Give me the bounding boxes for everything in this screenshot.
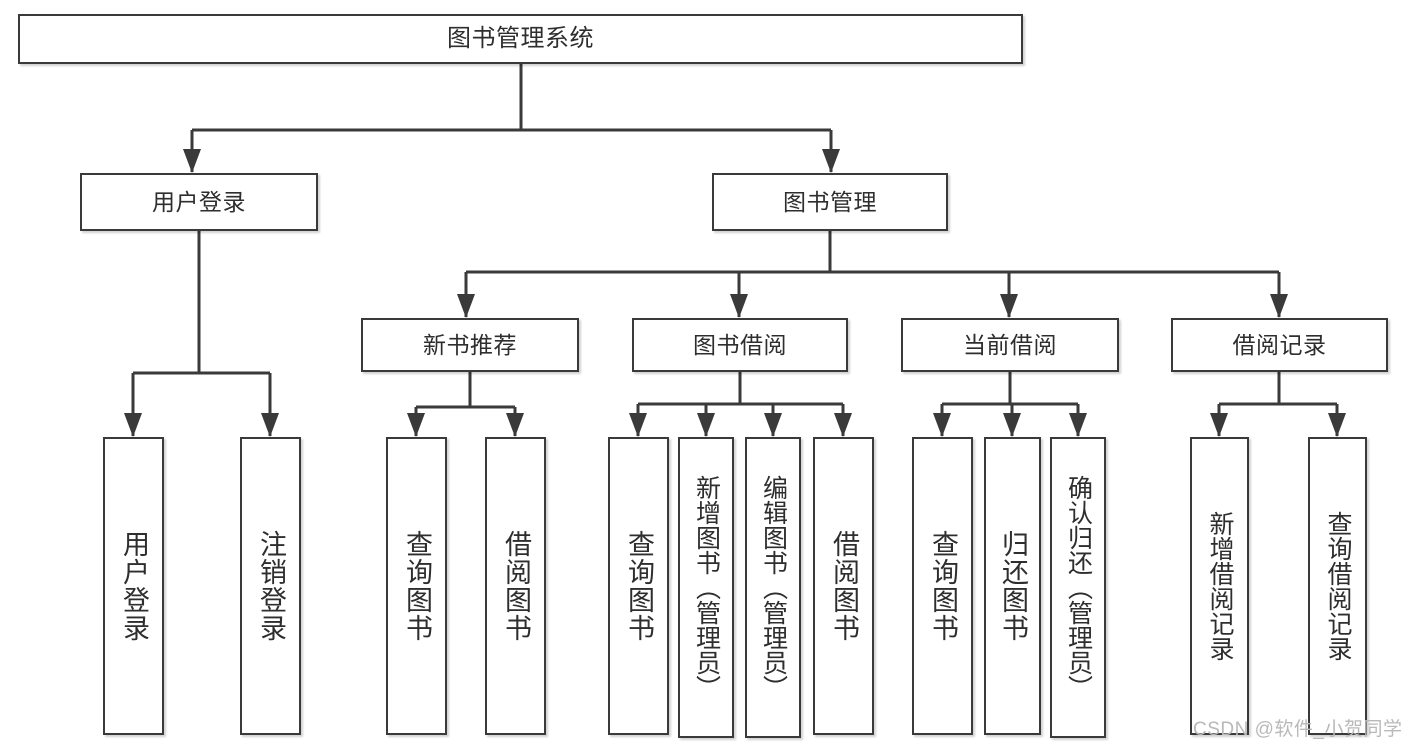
node-leaf-query-borrow-record[interactable]: 查询借阅记录 xyxy=(1308,437,1367,735)
node-current-borrow[interactable]: 当前借阅 xyxy=(901,318,1119,372)
node-label: 编辑图书（管理员） xyxy=(759,475,788,700)
node-book-borrow[interactable]: 图书借阅 xyxy=(632,318,848,372)
node-label: 确认归还（管理员） xyxy=(1064,475,1093,700)
node-leaf-borrow-book-recommend[interactable]: 借阅图书 xyxy=(485,437,546,735)
node-leaf-add-book-admin[interactable]: 新增图书（管理员） xyxy=(678,437,734,738)
node-label: 用户登录 xyxy=(152,188,246,215)
node-label: 新增借阅记录 xyxy=(1206,511,1234,661)
node-label: 归还图书 xyxy=(998,530,1028,642)
node-label: 借阅记录 xyxy=(1232,331,1327,358)
node-label: 新书推荐 xyxy=(423,331,517,358)
node-label: 注销登录 xyxy=(256,530,286,642)
node-leaf-logout-login[interactable]: 注销登录 xyxy=(240,437,301,735)
node-label: 查询图书 xyxy=(402,530,432,642)
node-leaf-confirm-return-admin[interactable]: 确认归还（管理员） xyxy=(1050,437,1106,738)
node-label: 新增图书（管理员） xyxy=(692,475,721,700)
node-leaf-add-borrow-record[interactable]: 新增借阅记录 xyxy=(1190,437,1249,735)
node-leaf-query-book-borrow[interactable]: 查询图书 xyxy=(608,437,669,735)
node-label: 查询借阅记录 xyxy=(1324,511,1352,661)
node-leaf-query-book-recommend[interactable]: 查询图书 xyxy=(386,437,447,735)
node-book-management[interactable]: 图书管理 xyxy=(712,173,948,231)
node-label: 用户登录 xyxy=(119,530,149,642)
node-leaf-user-login[interactable]: 用户登录 xyxy=(103,437,164,735)
node-user-login[interactable]: 用户登录 xyxy=(80,173,318,231)
node-root-book-management-system[interactable]: 图书管理系统 xyxy=(18,14,1023,64)
node-label: 借阅图书 xyxy=(829,530,859,642)
node-label: 图书管理 xyxy=(783,188,877,215)
watermark-csdn: CSDN @软件_小贺同学 xyxy=(1193,719,1403,740)
node-label: 借阅图书 xyxy=(501,530,531,642)
node-leaf-edit-book-admin[interactable]: 编辑图书（管理员） xyxy=(745,437,801,738)
node-label: 查询图书 xyxy=(624,530,654,642)
node-borrow-record[interactable]: 借阅记录 xyxy=(1171,318,1388,372)
node-leaf-borrow-book-borrow[interactable]: 借阅图书 xyxy=(813,437,874,735)
node-label: 图书管理系统 xyxy=(447,25,594,53)
node-leaf-query-book-current[interactable]: 查询图书 xyxy=(912,437,973,735)
node-leaf-return-book[interactable]: 归还图书 xyxy=(984,437,1041,735)
node-new-book-recommend[interactable]: 新书推荐 xyxy=(361,318,579,372)
node-label: 图书借阅 xyxy=(693,331,787,358)
node-label: 查询图书 xyxy=(928,530,958,642)
node-label: 当前借阅 xyxy=(963,331,1057,358)
